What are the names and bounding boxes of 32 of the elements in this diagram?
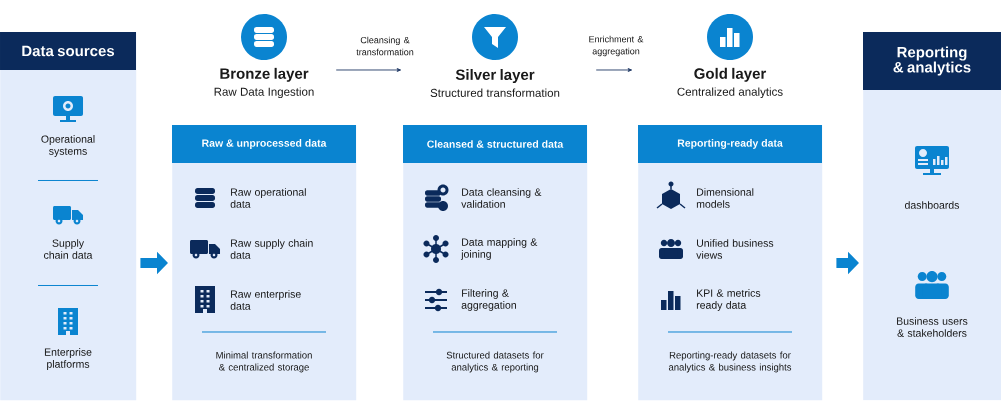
card-heading: Cleansed & structured data xyxy=(427,140,564,148)
card-heading: Raw & unprocessed data xyxy=(202,139,327,149)
item-label: Unified business views xyxy=(696,239,774,259)
item-label: Data cleansing & validation xyxy=(461,188,542,208)
panel-heading: Data sources xyxy=(22,45,115,57)
item-label: Operational systems xyxy=(41,135,95,157)
item-label: Raw supply chain data xyxy=(230,239,313,259)
card-heading: Reporting-ready data xyxy=(677,139,783,149)
panel-heading: Reporting & analytics xyxy=(893,46,971,76)
card-footer: Reporting-ready datasets for analytics & business insights xyxy=(668,351,792,373)
item-label: Raw operational data xyxy=(230,188,306,208)
layer-title: Silver layer xyxy=(455,69,535,83)
edge-label: Cleansing & transformation xyxy=(356,36,414,56)
item-label: dashboards xyxy=(905,201,960,209)
layer-subtitle: Raw Data Ingestion xyxy=(214,87,314,99)
item-label: Supply chain data xyxy=(44,239,93,259)
item-label: KPI & metrics ready data xyxy=(696,289,761,311)
item-label: Filtering & aggregation xyxy=(461,289,516,311)
layer-title: Bronze layer xyxy=(220,67,309,82)
card-footer: Structured datasets for analytics & reporting xyxy=(446,351,544,373)
item-label: Raw enterprise data xyxy=(230,290,301,310)
arrow xyxy=(595,68,633,72)
item-label: Dimensional models xyxy=(696,188,754,208)
layer-subtitle: Centralized analytics xyxy=(677,87,783,99)
item-label: Enterprise platforms xyxy=(44,348,92,370)
item-label: Data mapping & joining xyxy=(460,238,538,260)
layer-title: Gold layer xyxy=(694,67,767,82)
layer-subtitle: Structured transformation xyxy=(430,88,560,97)
item-label: Business users & stakeholders xyxy=(897,317,968,337)
arrow xyxy=(335,68,402,72)
edge-label: Enrichment & aggregation xyxy=(589,35,644,57)
card-footer: Minimal transformation & centralized storage xyxy=(216,351,312,373)
